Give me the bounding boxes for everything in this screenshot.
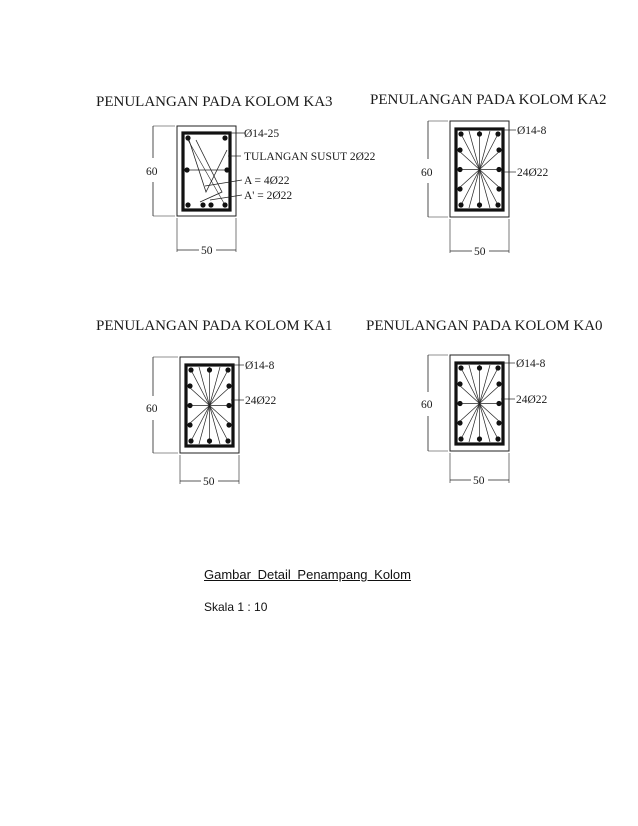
stirrup-label: Ø14-25 xyxy=(244,128,279,140)
stirrup xyxy=(454,127,505,212)
cross-tie-group xyxy=(187,366,232,445)
rebar-group xyxy=(457,365,502,442)
cross-tie xyxy=(188,139,228,194)
rebar-label: 24Ø22 xyxy=(245,395,277,407)
stirrup-label: Ø14-8 xyxy=(517,125,547,137)
rebar-label: 24Ø22 xyxy=(516,394,548,406)
rebar-group xyxy=(184,135,230,208)
column-outline xyxy=(449,354,510,452)
panel-ka1: PENULANGAN PADA KOLOM KA1 60 50 xyxy=(96,318,333,488)
height-dimension: 60 xyxy=(421,399,433,411)
stirrup-label: Ø14-8 xyxy=(245,360,275,372)
cross-tie xyxy=(187,139,226,206)
width-dimension: 50 xyxy=(201,245,213,257)
scale-label: Skala 1 : 10 xyxy=(204,600,268,614)
column-outline xyxy=(179,356,240,454)
panel-title: PENULANGAN PADA KOLOM KA0 xyxy=(366,318,603,334)
panel-title: PENULANGAN PADA KOLOM KA3 xyxy=(96,94,333,110)
tension-rebar-label: A = 4Ø22 xyxy=(244,175,290,187)
shrinkage-rebar-label: TULANGAN SUSUT 2Ø22 xyxy=(244,151,376,163)
leader-line xyxy=(204,179,243,187)
compression-rebar-label: A' = 2Ø22 xyxy=(244,190,292,202)
leader-line xyxy=(209,194,243,201)
panel-ka2: PENULANGAN PADA KOLOM KA2 60 50 xyxy=(370,92,607,258)
panel-ka3: PENULANGAN PADA KOLOM KA3 60 50 xyxy=(96,94,376,257)
panel-title: PENULANGAN PADA KOLOM KA1 xyxy=(96,318,333,334)
width-dimension: 50 xyxy=(473,475,485,487)
figure-caption: Gambar Detail Penampang Kolom xyxy=(204,567,411,582)
height-dimension: 60 xyxy=(146,403,158,415)
stirrup xyxy=(184,363,235,448)
cross-tie-group xyxy=(457,130,502,209)
column-outline xyxy=(449,120,510,218)
width-dimension: 50 xyxy=(474,246,486,258)
rebar-label: 24Ø22 xyxy=(517,167,549,179)
stirrup-label: Ø14-8 xyxy=(516,358,546,370)
width-dimension: 50 xyxy=(203,476,215,488)
height-dimension: 60 xyxy=(421,167,433,179)
panel-title: PENULANGAN PADA KOLOM KA2 xyxy=(370,92,607,108)
cross-tie-group xyxy=(457,364,502,443)
panel-ka0: PENULANGAN PADA KOLOM KA0 60 50 xyxy=(366,318,603,487)
column-outline xyxy=(176,125,237,217)
cross-tie xyxy=(195,139,223,203)
rebar-group xyxy=(457,131,502,208)
stirrup xyxy=(181,131,232,212)
height-dimension: 60 xyxy=(146,166,158,178)
stirrup xyxy=(454,361,505,446)
rebar-group xyxy=(187,367,232,444)
